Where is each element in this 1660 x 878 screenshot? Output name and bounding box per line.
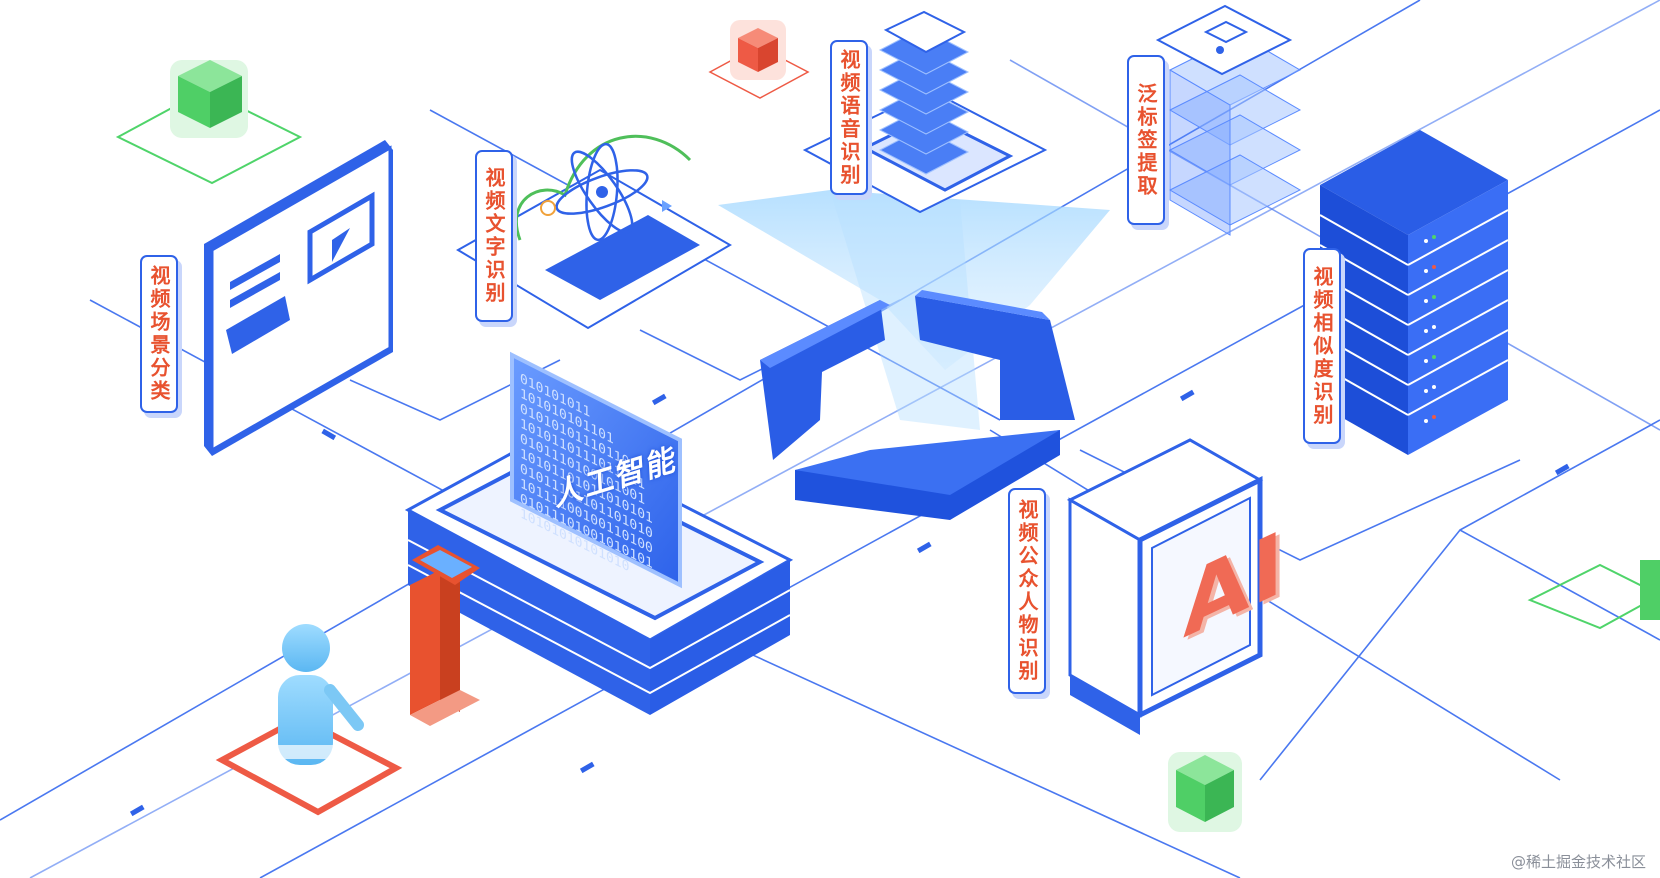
- ai-code-screen: [510, 351, 682, 589]
- red-kiosk: [410, 545, 480, 726]
- label-tag-extraction: 泛标签提取: [1127, 55, 1165, 225]
- label-similarity-recognition: 视频相似度识别: [1303, 248, 1341, 444]
- label-public-figure-recognition: 视频公众人物识别: [1008, 488, 1046, 694]
- server-rack: [1319, 130, 1509, 455]
- label-text: 视频语音识别: [837, 48, 861, 187]
- label-text-recognition: 视频文字识别: [475, 150, 513, 322]
- speech-server: [802, 10, 1048, 214]
- red-cube-top: [708, 20, 810, 99]
- label-text: 泛标签提取: [1134, 82, 1158, 198]
- green-cube-top-left: [115, 60, 303, 185]
- label-speech-recognition: 视频语音识别: [830, 40, 868, 195]
- label-text: 视频相似度识别: [1310, 265, 1334, 427]
- watermark: @稀土掘金技术社区: [1510, 853, 1646, 871]
- green-cube-right: [1527, 560, 1660, 630]
- label-text: 视频场景分类: [147, 265, 171, 403]
- video-scene-monitor: [204, 140, 393, 456]
- ai-cabinet: [1066, 438, 1264, 735]
- central-blue-platform: [760, 290, 1075, 520]
- label-scene-classification: 视频场景分类: [140, 255, 178, 413]
- person-figure: [215, 624, 403, 816]
- text-recognition-cloud: [456, 135, 732, 330]
- label-text: 视频公众人物识别: [1015, 499, 1039, 683]
- hologram-beams: [718, 190, 1110, 430]
- binary-text: 010101011 101010101101 010101011101101 1…: [520, 371, 653, 576]
- label-text: 视频文字识别: [482, 167, 506, 305]
- green-cube-bottom: [1168, 752, 1242, 832]
- tag-extraction-top-card: [1155, 4, 1293, 76]
- tag-extraction-tower: [1168, 34, 1302, 236]
